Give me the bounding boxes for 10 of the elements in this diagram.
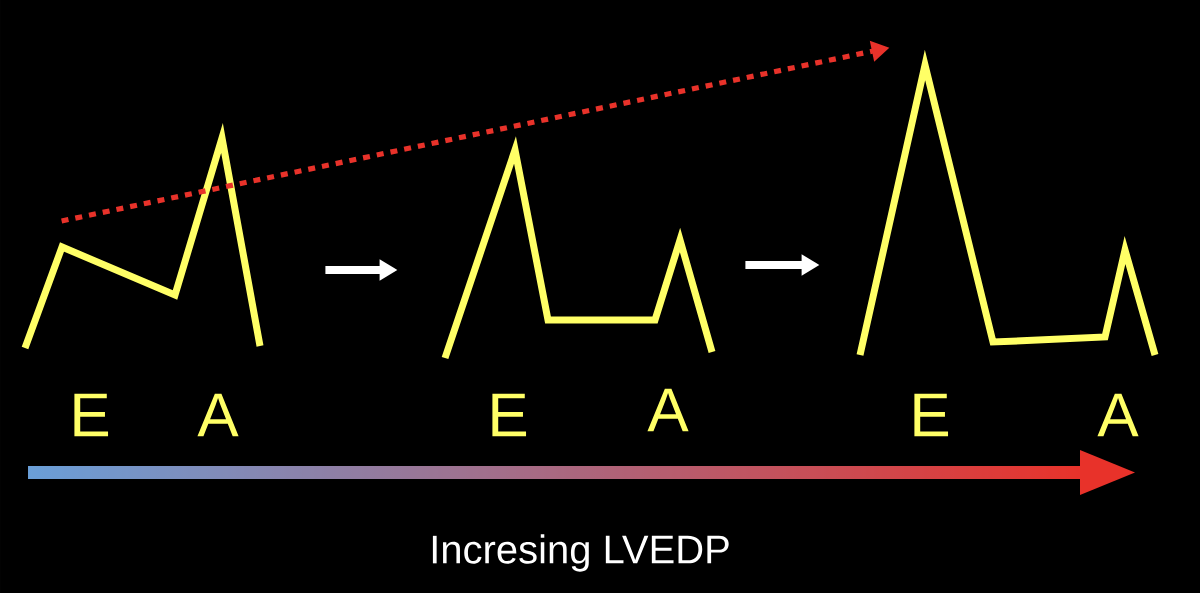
wave-label: E: [914, 393, 949, 437]
wave-label: E: [74, 393, 109, 437]
waveform-drawing: [441, 136, 716, 360]
wave-label: A: [647, 388, 689, 432]
wave-label: E: [492, 393, 527, 437]
wave-label: A: [197, 393, 239, 437]
wave-label: A: [1097, 393, 1139, 437]
axis-label: Incresing LVEDP: [432, 534, 729, 572]
waveform-drawing: [856, 49, 1159, 356]
waveform-drawing: [21, 123, 264, 350]
